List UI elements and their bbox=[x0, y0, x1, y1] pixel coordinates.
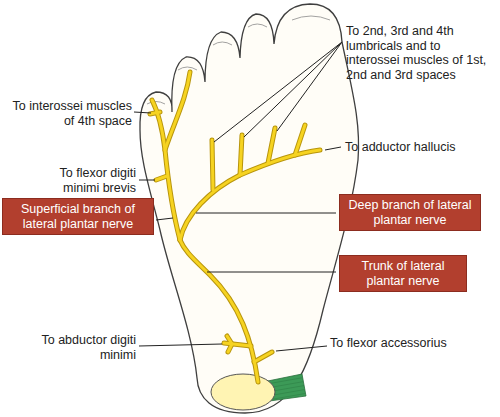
box-label: Superficial branch of lateral plantar ne… bbox=[9, 202, 147, 231]
nerve-branch-label: To flexor accessorius bbox=[330, 336, 450, 351]
nerve-group bbox=[150, 72, 320, 382]
box-label: Deep branch of lateral plantar nerve bbox=[346, 198, 474, 227]
nerve-branch-label: To adductor hallucis bbox=[345, 140, 495, 155]
toe-lines bbox=[147, 16, 330, 104]
foot-outline bbox=[140, 4, 359, 413]
nerve-branch-label: To interossei muscles of 4th space bbox=[2, 99, 132, 128]
nerve-branch-label: To 2nd, 3rd and 4th lumbricals and to in… bbox=[346, 24, 496, 83]
nerve-branch-label: To flexor digiti minimi brevis bbox=[22, 166, 136, 195]
label-box: Superficial branch of lateral plantar ne… bbox=[2, 198, 154, 235]
box-label: Trunk of lateral plantar nerve bbox=[346, 259, 460, 288]
leader-lines bbox=[134, 42, 342, 351]
calcaneus-bone bbox=[211, 374, 275, 410]
label-box: Deep branch of lateral plantar nerve bbox=[339, 194, 481, 231]
label-box: Trunk of lateral plantar nerve bbox=[339, 255, 467, 292]
nerve-branch-label: To abductor digiti minimi bbox=[36, 333, 136, 362]
